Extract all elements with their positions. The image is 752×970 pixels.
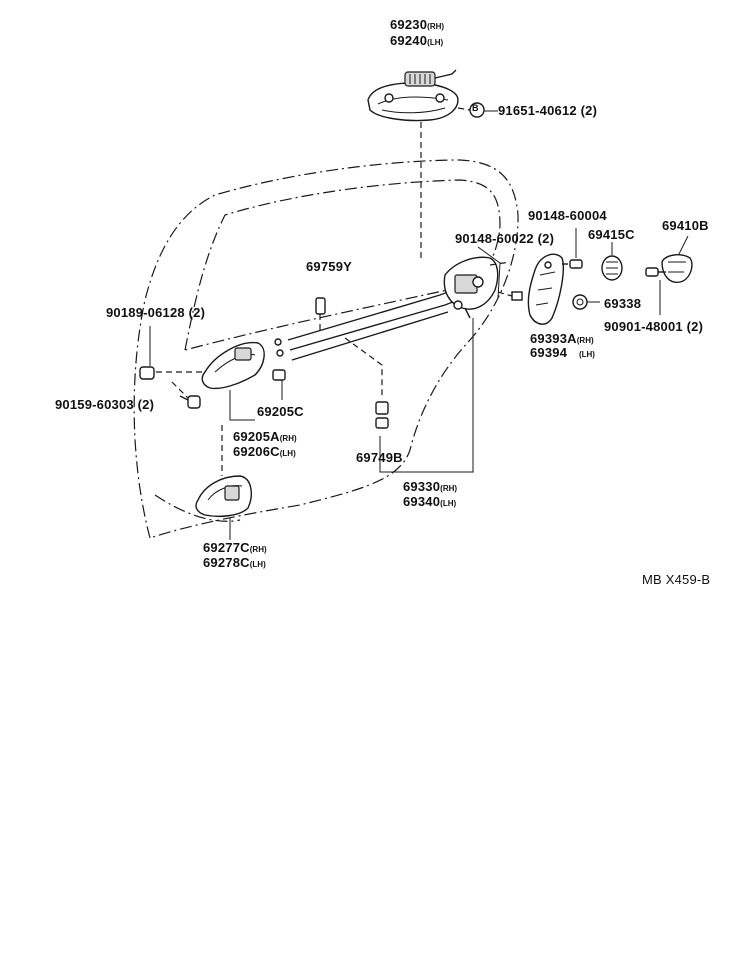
code-text: MB X459-B	[642, 572, 711, 587]
part-number: 69330	[403, 479, 441, 494]
part-number: 69394	[530, 345, 568, 360]
screw-90148a	[562, 228, 583, 269]
side-note: (RH)	[279, 434, 297, 443]
screw-90189	[139, 326, 205, 380]
inside-handle	[201, 341, 265, 421]
bolt-b	[457, 102, 498, 118]
door-outline	[133, 159, 519, 539]
clip-69205	[272, 369, 286, 400]
label-69230: 69230(RH)	[390, 18, 444, 31]
label-69205a: 69205A(RH)	[233, 430, 297, 443]
screw-90159	[171, 381, 201, 409]
part-number: 91651-40612 (2)	[498, 103, 598, 118]
part-number: 69415C	[588, 227, 635, 242]
clip-69749	[375, 401, 389, 429]
part-number: 69338	[604, 296, 642, 311]
part-number: 90148-60004	[528, 208, 607, 223]
part-number: 69277C	[203, 540, 250, 555]
diagram-code: MB X459-B	[642, 573, 710, 586]
part-number: 90159-60303 (2)	[55, 397, 155, 412]
label-91651: 91651-40612 (2)	[498, 104, 597, 117]
part-number: 69230	[390, 17, 428, 32]
label-69759y: 69759Y	[306, 260, 352, 273]
part-number: 90189-06128 (2)	[106, 305, 206, 320]
label-69330: 69330(RH)	[403, 480, 457, 493]
cap-69415	[601, 242, 623, 281]
label-69749b: 69749B	[356, 451, 403, 464]
label-69240: 69240(LH)	[390, 34, 443, 47]
side-note: (RH)	[576, 336, 594, 345]
part-number: 69410B	[662, 218, 709, 233]
striker-69410	[661, 235, 693, 283]
label-90159: 90159-60303 (2)	[55, 398, 154, 411]
part-number: 69340	[403, 494, 441, 509]
side-note: (LH)	[279, 449, 296, 458]
side-note: (RH)	[427, 22, 445, 31]
side-note: (LH)	[440, 499, 457, 508]
screw-90901	[645, 267, 666, 315]
part-number: 69749B	[356, 450, 403, 465]
marker-letter: B	[472, 103, 479, 113]
side-note: (LH)	[578, 350, 595, 359]
label-69415c: 69415C	[588, 228, 635, 241]
part-number: 69206C	[233, 444, 280, 459]
outside-handle	[367, 69, 459, 122]
side-note: (RH)	[440, 484, 458, 493]
side-note: (LH)	[249, 560, 266, 569]
leader-69330	[379, 318, 474, 473]
clip-69759	[315, 297, 326, 315]
label-69340: 69340(LH)	[403, 495, 456, 508]
label-90148-60004: 90148-60004	[528, 209, 607, 222]
label-90901: 90901-48001 (2)	[604, 320, 703, 333]
label-69277c: 69277C(RH)	[203, 541, 267, 554]
label-69410b: 69410B	[662, 219, 709, 232]
label-90189: 90189-06128 (2)	[106, 306, 205, 319]
part-number: 69205C	[257, 404, 304, 419]
handle-bezel	[195, 425, 252, 540]
label-69205c: 69205C	[257, 405, 304, 418]
label-69206c: 69206C(LH)	[233, 445, 296, 458]
part-number: 69240	[390, 33, 428, 48]
leader-90148b	[477, 246, 501, 299]
label-90148-60022: 90148-60022 (2)	[455, 232, 554, 245]
label-69338: 69338	[604, 297, 641, 310]
door-lock	[443, 256, 523, 319]
lock-cover	[527, 253, 564, 325]
side-note: (RH)	[249, 545, 267, 554]
label-69394: 69394 (LH)	[530, 346, 595, 359]
label-bolt-marker: B	[472, 104, 479, 113]
part-number: 69759Y	[306, 259, 353, 274]
part-number: 90901-48001 (2)	[604, 319, 704, 334]
part-number: 90148-60022 (2)	[455, 231, 555, 246]
side-note: (LH)	[427, 38, 444, 47]
label-69278c: 69278C(LH)	[203, 556, 266, 569]
grommet-69338	[572, 294, 600, 310]
part-number: 69278C	[203, 555, 250, 570]
part-number: 69393A	[530, 331, 577, 346]
part-number: 69205A	[233, 429, 280, 444]
label-69393a: 69393A(RH)	[530, 332, 594, 345]
